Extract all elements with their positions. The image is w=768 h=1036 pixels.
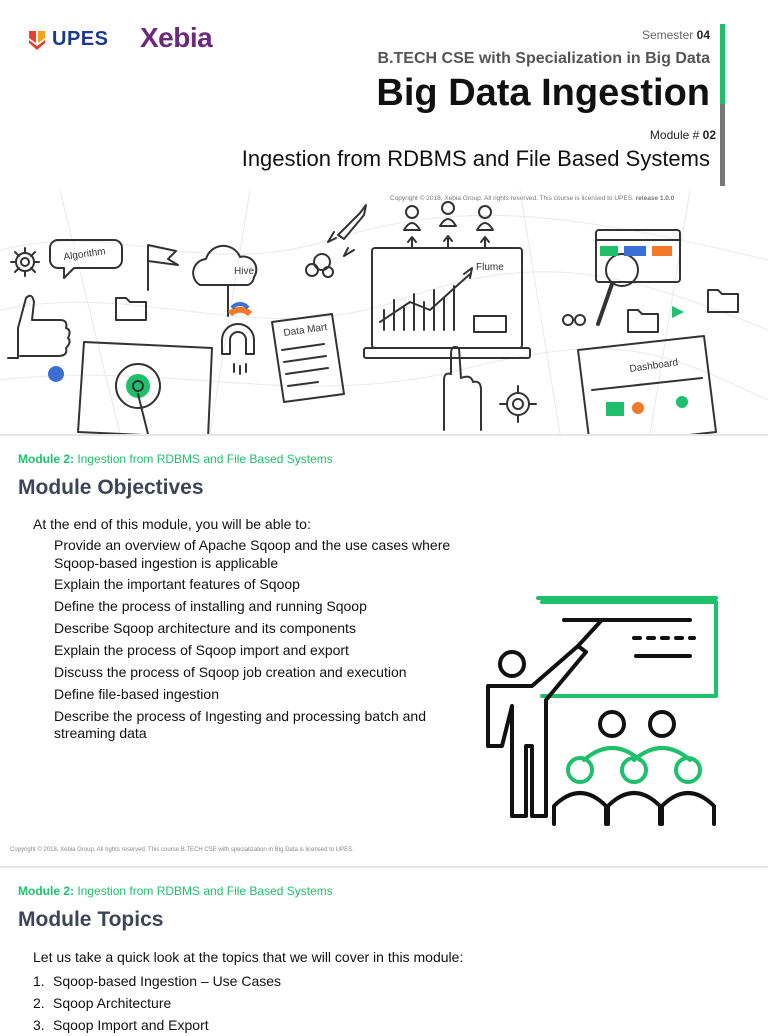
slide-divider — [0, 866, 768, 868]
module-topics-title: Module Topics — [18, 908, 164, 931]
magnet-icon — [221, 323, 255, 375]
slide3-module-label: Module 2: Ingestion from RDBMS and File … — [18, 884, 333, 898]
list-item: Define the process of installing and run… — [54, 598, 367, 615]
presentation-icon — [486, 596, 718, 826]
topics-list: 1.Sqoop-based Ingestion – Use Cases 2.Sq… — [33, 970, 281, 1036]
people-icons — [403, 201, 494, 249]
list-item: Explain the important features of Sqoop — [54, 576, 300, 593]
course-title: Big Data Ingestion — [376, 72, 710, 114]
data-mart-label: Data Mart — [283, 322, 328, 339]
gear-icon-right — [499, 385, 537, 423]
big-data-illustration: Algorithm Hive Flume Data Mart Dashboard — [0, 190, 768, 434]
list-item: Discuss the process of Sqoop job creatio… — [54, 663, 407, 680]
algorithm-bubble — [49, 239, 123, 279]
accent-bar-green — [720, 24, 725, 104]
dashboard-label: Dashboard — [629, 357, 679, 375]
topics-intro: Let us take a quick look at the topics t… — [33, 949, 464, 965]
slide-divider — [0, 434, 768, 436]
objectives-list: Provide an overview of Apache Sqoop and … — [31, 537, 481, 747]
list-item: Explain the process of Sqoop import and … — [54, 642, 349, 659]
tablet-icon — [77, 341, 213, 434]
list-item: 2.Sqoop Architecture — [33, 995, 172, 1011]
module-number: Module # 02 — [649, 128, 716, 142]
xebia-logo: Xebia — [140, 22, 213, 53]
accent-bar-gray — [720, 104, 725, 186]
upes-logo: UPES — [28, 28, 108, 51]
flag-icon — [147, 244, 179, 291]
copyright-notice: Copyright © 2018, Xebia Group. All right… — [390, 195, 675, 202]
list-item: 3.Sqoop Import and Export — [33, 1017, 209, 1033]
data-mart-document-icon — [271, 313, 345, 403]
module-objectives-title: Module Objectives — [18, 476, 204, 499]
browser-window-icon — [595, 229, 681, 283]
upes-shield-icon — [29, 30, 45, 50]
semester-label: Semester 04 — [641, 28, 710, 42]
module-number-value: 02 — [702, 128, 716, 142]
list-item: 1.Sqoop-based Ingestion – Use Cases — [33, 973, 282, 989]
monitor-icon — [363, 247, 531, 359]
title-slide: UPES Xebia Semester 04 B.TECH CSE with S… — [0, 0, 768, 434]
list-item: Describe Sqoop architecture and its comp… — [54, 620, 356, 637]
rocket-icon — [305, 204, 367, 278]
pointing-hand-icon — [443, 345, 482, 431]
thumbs-up-icon — [7, 294, 71, 359]
release-version: release 1.0.0 — [635, 195, 675, 202]
slide2-module-label: Module 2: Ingestion from RDBMS and File … — [18, 452, 333, 466]
module-subtitle: Ingestion from RDBMS and File Based Syst… — [241, 146, 710, 171]
program-name: B.TECH CSE with Specialization in Big Da… — [377, 50, 710, 67]
magnifier-icon — [596, 253, 639, 326]
semester-value: 04 — [696, 28, 710, 42]
dashboard-tablet-icon — [577, 335, 717, 434]
algorithm-label: Algorithm — [63, 246, 106, 263]
hive-label: Hive — [234, 266, 254, 277]
cloud-icon — [192, 244, 258, 317]
slide2-copyright: Copyright © 2018, Xebia Group. All right… — [10, 847, 354, 853]
list-item: Provide an overview of Apache Sqoop and … — [54, 537, 451, 571]
objectives-intro: At the end of this module, you will be a… — [33, 516, 311, 532]
flume-label: Flume — [476, 262, 504, 273]
list-item: Define file-based ingestion — [54, 685, 219, 702]
list-item: Describe the process of Ingesting and pr… — [54, 707, 427, 742]
gear-icon — [10, 247, 40, 277]
upes-logo-text: UPES — [52, 28, 109, 50]
folder-icon — [115, 289, 739, 333]
